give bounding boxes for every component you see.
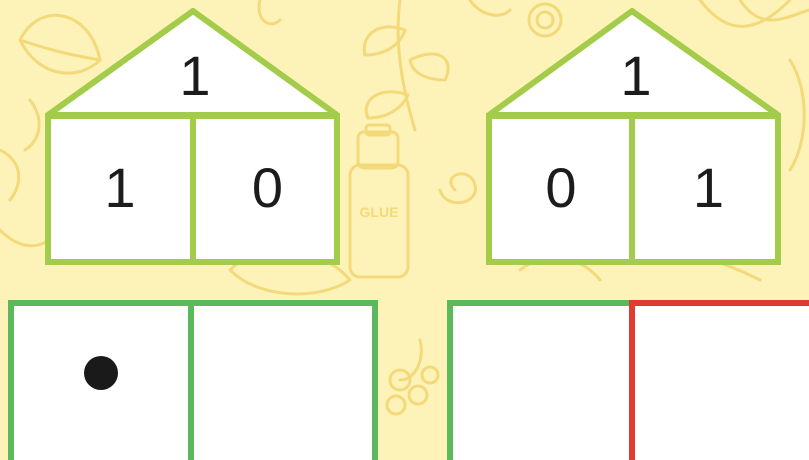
house-2-roof-number: 1 <box>586 48 686 104</box>
house-2-right-number: 1 <box>636 160 781 216</box>
answer-card-2-right-cell-selected[interactable] <box>629 300 809 460</box>
glue-bottle-label: GLUE <box>352 204 406 220</box>
house-2-left-number: 0 <box>486 160 636 216</box>
answer-card-2-left-cell[interactable] <box>447 300 635 460</box>
number-house-2: 1 0 1 <box>486 8 786 268</box>
answer-card-1-dot <box>84 356 118 390</box>
number-house-1: 1 1 0 <box>45 8 345 268</box>
house-1-right-number: 0 <box>195 160 340 216</box>
answer-card-1-right-cell[interactable] <box>188 300 378 460</box>
house-1-roof-number: 1 <box>145 48 245 104</box>
house-1-left-number: 1 <box>45 160 195 216</box>
